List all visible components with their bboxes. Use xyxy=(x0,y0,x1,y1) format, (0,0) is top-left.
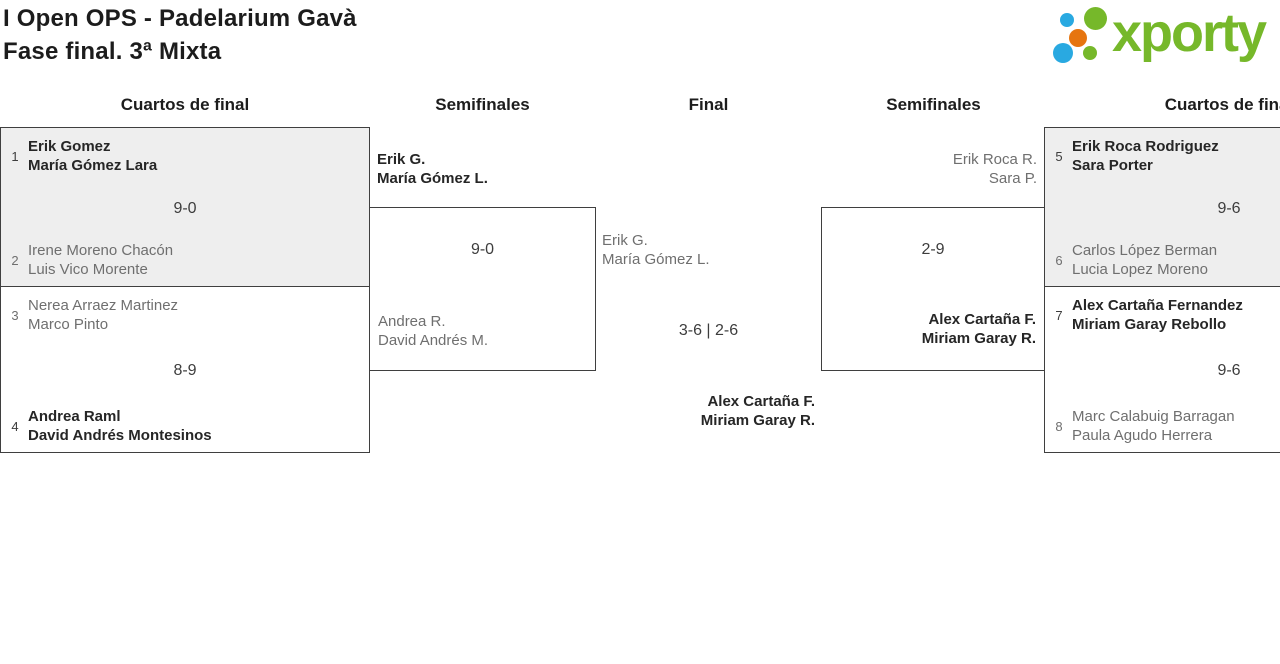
logo-dot-icon xyxy=(1083,46,1097,60)
player-name: Miriam Garay R. xyxy=(700,412,815,429)
seed-number: 8 xyxy=(1055,418,1063,434)
logo-dot-icon xyxy=(1060,13,1074,27)
final-score: 3-6 | 2-6 xyxy=(678,322,739,339)
final-team-bottom: Alex Cartaña F. Miriam Garay R. xyxy=(701,392,815,430)
seed-number: 6 xyxy=(1055,252,1063,268)
match-box-sf-left: 9-0 xyxy=(369,207,596,371)
player-name: Alex Cartaña F. xyxy=(928,311,1036,328)
seed-number: 7 xyxy=(1055,307,1063,323)
tournament-name: I Open OPS - Padelarium Gavà xyxy=(3,5,357,32)
player-name: Alex Cartaña F. xyxy=(707,393,815,410)
team-row: 6 Carlos López Berman Lucia Lopez Moreno xyxy=(1053,241,1217,279)
seed-number: 1 xyxy=(11,148,19,164)
sf-right-team-top: Erik Roca R. Sara P. xyxy=(953,150,1037,188)
player-name: Luis Vico Morente xyxy=(28,261,148,278)
match-score: 9-0 xyxy=(173,200,197,217)
team-row: 2 Irene Moreno Chacón Luis Vico Morente xyxy=(9,241,173,279)
player-name: David Andrés Montesinos xyxy=(28,427,212,444)
team-row: 3 Nerea Arraez Martinez Marco Pinto xyxy=(9,296,178,334)
player-name: Sara Porter xyxy=(1072,157,1153,174)
seed-number: 3 xyxy=(11,307,19,323)
match-score: 2-9 xyxy=(921,241,945,258)
logo-dot-icon xyxy=(1053,43,1073,63)
player-name: Andrea R. xyxy=(378,313,446,330)
sf-right-team-bottom: Alex Cartaña F. Miriam Garay R. xyxy=(922,310,1036,348)
player-name: Marc Calabuig Barragan xyxy=(1072,408,1235,425)
player-name: María Gómez L. xyxy=(377,170,488,187)
round-header-semifinals-right: Semifinales xyxy=(886,95,981,114)
round-header-quarterfinals-right: Cuartos de final xyxy=(1164,95,1280,114)
seed-number: 2 xyxy=(11,252,19,268)
player-name: Erik Gomez xyxy=(28,138,111,155)
round-header-semifinals-left: Semifinales xyxy=(435,95,530,114)
player-name: Erik Roca Rodriguez xyxy=(1072,138,1219,155)
team-row: 8 Marc Calabuig Barragan Paula Agudo Her… xyxy=(1053,407,1235,445)
player-name: Carlos López Berman xyxy=(1072,242,1218,259)
player-name: María Gómez L. xyxy=(602,251,710,268)
player-name: Alex Cartaña Fernandez xyxy=(1072,297,1243,314)
player-name: Erik G. xyxy=(377,151,426,168)
match-score: 8-9 xyxy=(173,362,197,379)
match-score: 9-6 xyxy=(1217,200,1241,217)
player-name: Miriam Garay R. xyxy=(921,330,1036,347)
match-box-qf3: 5 Erik Roca Rodriguez Sara Porter 9-6 6 … xyxy=(1044,127,1280,287)
logo-dot-icon xyxy=(1069,29,1087,47)
round-header-final: Final xyxy=(688,95,729,114)
player-name: Sara P. xyxy=(988,170,1037,187)
player-name: Nerea Arraez Martinez xyxy=(28,297,179,314)
match-score: 9-0 xyxy=(470,241,495,258)
team-row: 4 Andrea Raml David Andrés Montesinos xyxy=(9,407,212,445)
player-name: Andrea Raml xyxy=(28,408,121,425)
final-team-top: Erik G. María Gómez L. xyxy=(602,231,710,269)
team-row: 5 Erik Roca Rodriguez Sara Porter xyxy=(1053,137,1219,175)
phase-name: Fase final. 3ª Mixta xyxy=(3,38,222,65)
xporty-wordmark: xporty xyxy=(1112,3,1267,63)
player-name: Irene Moreno Chacón xyxy=(28,242,174,259)
player-name: Lucia Lopez Moreno xyxy=(1072,261,1208,278)
page-title: I Open OPS - Padelarium Gavà Fase final.… xyxy=(3,2,357,68)
match-box-sf-right: 2-9 Alex Cartaña F. Miriam Garay R. xyxy=(821,207,1045,371)
seed-number: 4 xyxy=(11,418,19,434)
match-box-qf1: 1 Erik Gomez María Gómez Lara 9-0 2 Iren… xyxy=(0,127,370,287)
match-box-qf4: 7 Alex Cartaña Fernandez Miriam Garay Re… xyxy=(1044,286,1280,453)
team-row: 7 Alex Cartaña Fernandez Miriam Garay Re… xyxy=(1053,296,1243,334)
seed-number: 5 xyxy=(1055,148,1063,164)
player-name: Marco Pinto xyxy=(28,316,109,333)
player-name: Erik G. xyxy=(602,232,648,249)
player-name: María Gómez Lara xyxy=(28,157,158,174)
player-name: Miriam Garay Rebollo xyxy=(1072,316,1227,333)
player-name: Erik Roca R. xyxy=(952,151,1037,168)
player-name: Paula Agudo Herrera xyxy=(1072,427,1213,444)
sf-left-team-top: Erik G. María Gómez L. xyxy=(377,150,488,188)
sf-left-team-bottom: Andrea R. David Andrés M. xyxy=(378,312,488,350)
team-row: 1 Erik Gomez María Gómez Lara xyxy=(9,137,157,175)
logo-dot-icon xyxy=(1084,7,1107,30)
match-box-qf2: 3 Nerea Arraez Martinez Marco Pinto 8-9 … xyxy=(0,286,370,453)
player-name: David Andrés M. xyxy=(378,332,489,349)
round-header-quarterfinals-left: Cuartos de final xyxy=(120,95,250,114)
match-score: 9-6 xyxy=(1217,362,1241,379)
